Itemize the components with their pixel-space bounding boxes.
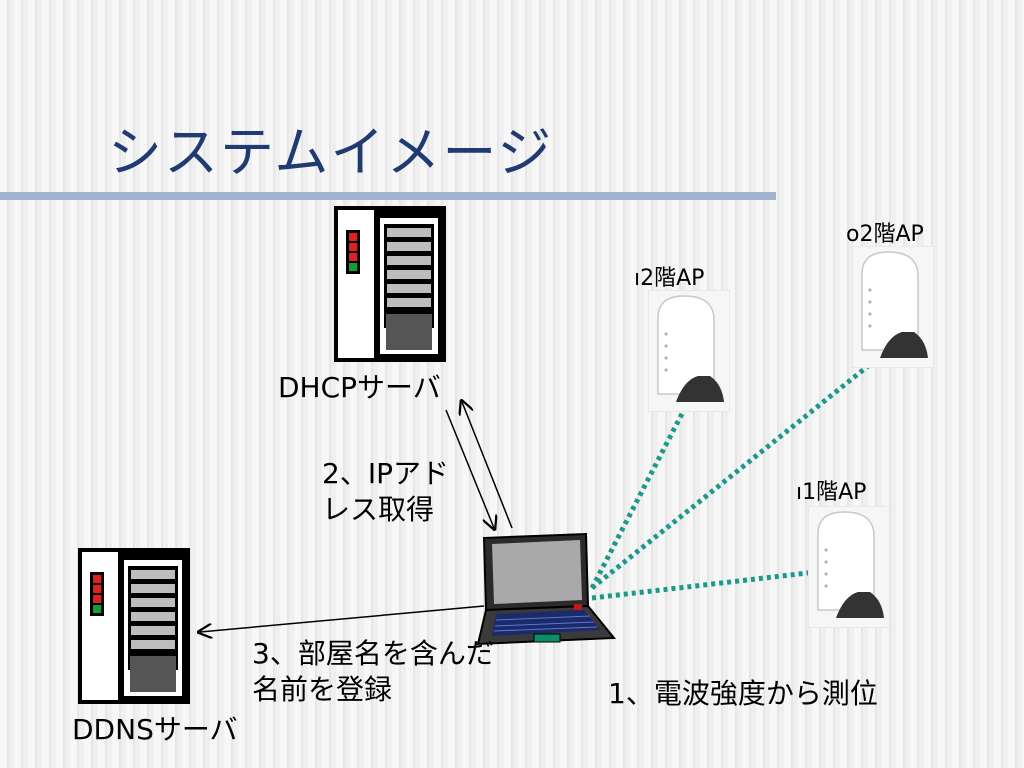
- laptop-icon: [476, 532, 616, 646]
- dhcp-server-icon: [334, 206, 446, 362]
- arrow-to-dhcp: [462, 402, 513, 529]
- step2-label: 2、IPアドレス取得: [322, 457, 449, 526]
- ap-b-label: o2階AP: [846, 222, 924, 247]
- ap-c-label: ı1階AP: [796, 480, 867, 505]
- arrow-to-laptop: [445, 409, 494, 528]
- signal-line-ap-a: [589, 404, 689, 590]
- arrow-to-ddns: [200, 605, 485, 632]
- dhcp-server-label: DHCPサーバ: [278, 371, 441, 404]
- ddns-server-icon: [78, 548, 190, 704]
- title-underline: [0, 192, 776, 200]
- access-point-c-icon: [808, 506, 890, 628]
- step3-label: 3、部屋名を含んだ名前を登録: [252, 637, 494, 706]
- step1-label: 1、電波強度から測位: [608, 677, 878, 710]
- access-point-b-icon: [852, 246, 934, 368]
- ap-a-label: ı2階AP: [634, 266, 705, 291]
- access-point-a-icon: [648, 290, 730, 412]
- slide-title: システムイメージ: [108, 121, 554, 184]
- ddns-server-label: DDNSサーバ: [72, 713, 238, 746]
- signal-line-ap-c: [591, 569, 817, 601]
- signal-line-ap-b: [590, 364, 870, 590]
